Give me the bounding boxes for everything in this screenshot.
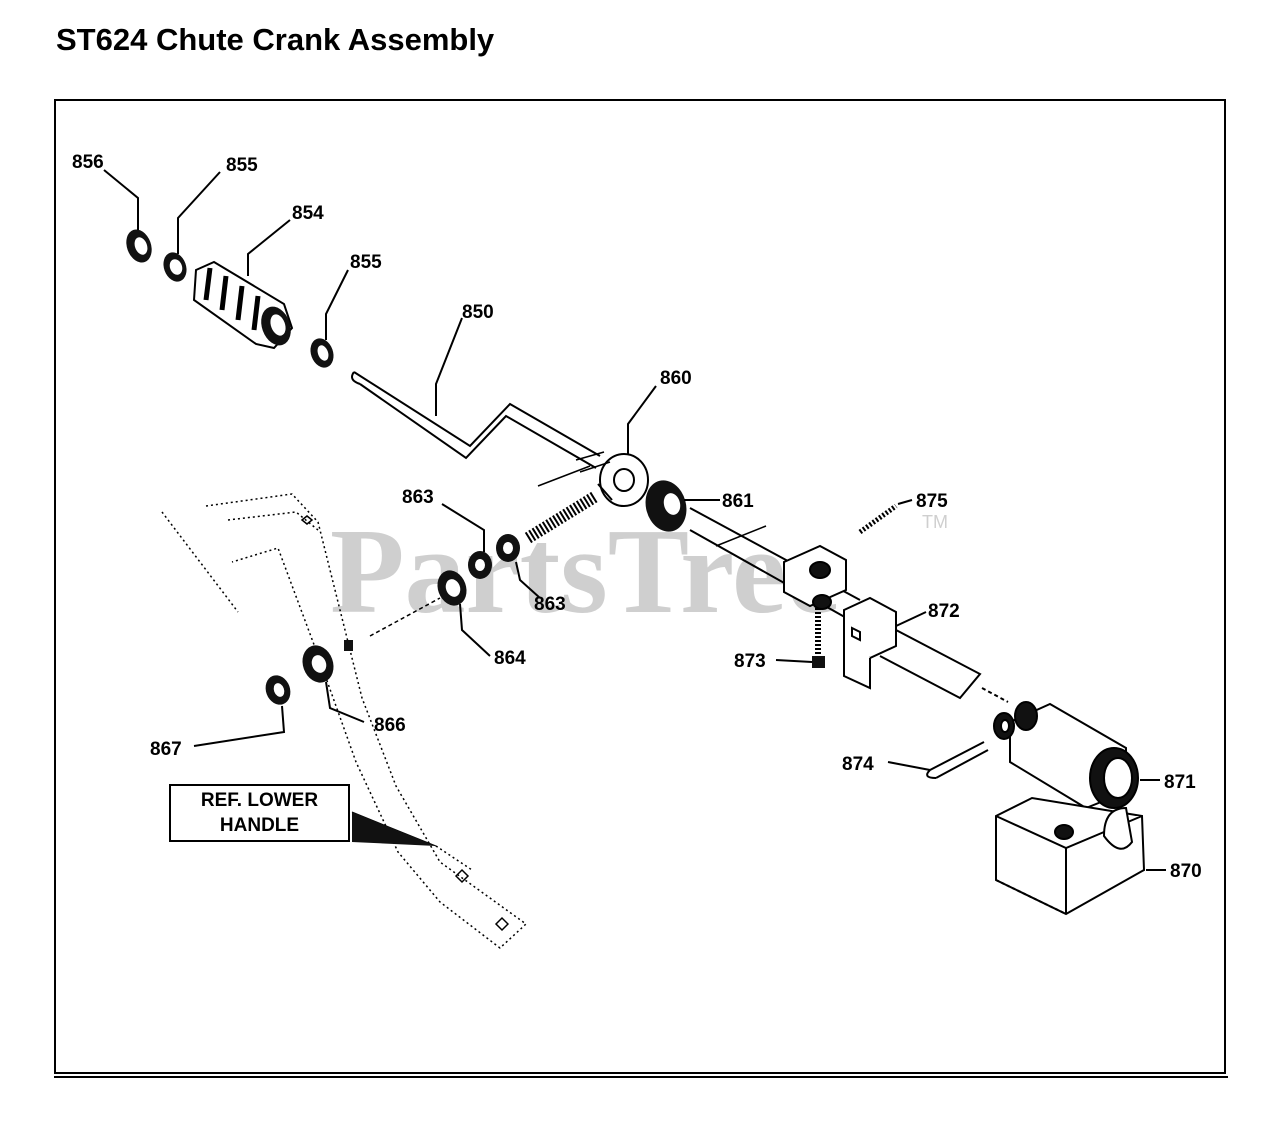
watermark: PartsTree TM	[330, 504, 948, 639]
callout-870: 870	[1170, 861, 1202, 882]
diagram-frame	[54, 99, 1226, 1074]
pin-874	[926, 741, 989, 779]
reference-arrow	[352, 812, 436, 846]
nut-867	[265, 675, 291, 705]
callout-855-a: 855	[226, 155, 258, 176]
chute-block-870	[995, 796, 1146, 916]
frame-bottom-rule	[54, 1076, 1228, 1078]
handle-bolt-head	[344, 640, 353, 651]
washer-866	[302, 645, 334, 683]
coupling-871	[993, 701, 1139, 810]
leader-lines	[103, 169, 1166, 871]
lower-handle-outline	[161, 493, 528, 949]
callout-863-b: 863	[534, 594, 566, 615]
callout-866: 866	[374, 715, 406, 736]
callout-871: 871	[1164, 772, 1196, 793]
callout-855-b: 855	[350, 252, 382, 273]
callout-872: 872	[928, 601, 960, 622]
spring	[524, 490, 600, 544]
callout-861: 861	[722, 491, 754, 512]
knob-washer-856	[126, 229, 152, 263]
watermark-text: PartsTree	[330, 504, 840, 639]
crank-grip-854	[192, 260, 294, 350]
callout-864: 864	[494, 648, 526, 669]
bolt-centerline	[369, 597, 441, 637]
callout-863-a: 863	[402, 487, 434, 508]
washer-855-a	[163, 252, 187, 282]
bracket-872	[843, 596, 897, 690]
callout-873: 873	[734, 651, 766, 672]
callout-860: 860	[660, 368, 692, 389]
reference-line-2: HANDLE	[219, 815, 300, 836]
bracket-block	[783, 544, 847, 610]
washer-855-b	[310, 338, 334, 368]
nut-863-b	[496, 534, 520, 562]
bolt-873	[812, 608, 825, 668]
callout-875: 875	[916, 491, 948, 512]
washer-864	[437, 570, 467, 606]
handle-holes	[300, 515, 510, 932]
nut-863-a	[468, 551, 492, 579]
callout-867: 867	[150, 739, 182, 760]
reference-lower-handle-box: REF. LOWER HANDLE	[169, 784, 350, 842]
callout-850: 850	[462, 302, 494, 323]
callout-856: 856	[72, 152, 104, 173]
reference-line-1: REF. LOWER	[200, 790, 319, 811]
crank-rod-850	[351, 371, 611, 473]
callout-labels: 856 855 854 855 850 860 861 875 863 863 …	[72, 152, 1202, 882]
bushing-861	[645, 480, 687, 532]
screw-875	[858, 503, 898, 535]
page-title: ST624 Chute Crank Assembly	[56, 22, 495, 57]
callout-854: 854	[292, 203, 324, 224]
watermark-tm: TM	[922, 512, 948, 532]
universal-joint-860	[537, 453, 649, 507]
callout-874: 874	[842, 754, 874, 775]
